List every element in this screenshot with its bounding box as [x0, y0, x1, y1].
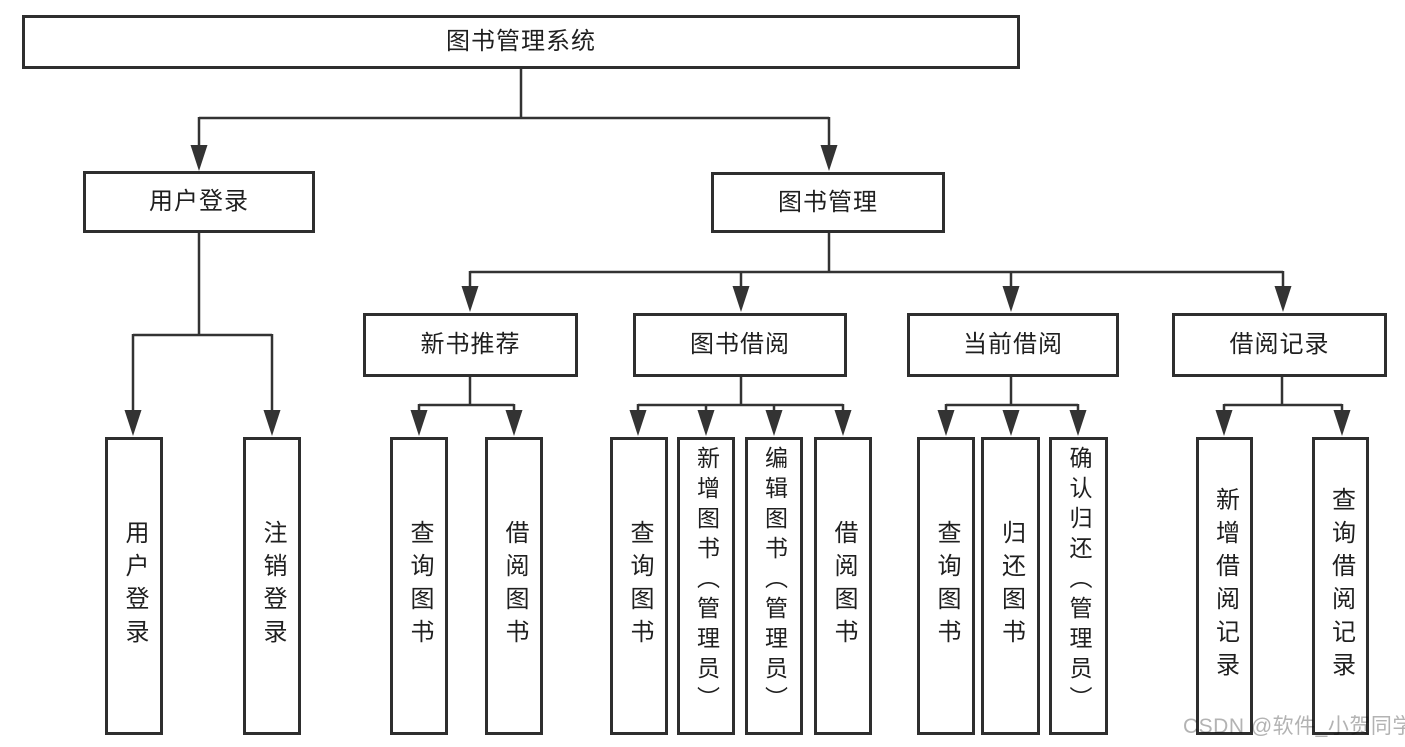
node-book-management: 图书管理	[711, 172, 945, 233]
node-user-login: 用户登录	[83, 171, 315, 233]
node-bb-query-books-label: 查询图书	[626, 520, 653, 652]
node-root: 图书管理系统	[22, 15, 1020, 69]
node-book-management-label: 图书管理	[778, 188, 878, 216]
node-current-borrowing-label: 当前借阅	[963, 331, 1063, 358]
node-add-borrow-record-label: 新增借阅记录	[1211, 487, 1239, 685]
node-user-login-leaf: 用户登录	[105, 437, 163, 735]
node-new-book-recommendation-label: 新书推荐	[420, 331, 521, 358]
node-bb-query-books: 查询图书	[610, 437, 668, 735]
node-logout-label: 注销登录	[259, 520, 286, 652]
node-confirm-return-admin-label: 确认归还（管理员）	[1066, 446, 1092, 716]
node-rec-borrow-books-label: 借阅图书	[501, 520, 528, 652]
node-cb-query-books: 查询图书	[917, 437, 975, 735]
node-user-login-leaf-label: 用户登录	[121, 520, 148, 652]
connector-path	[417, 377, 516, 414]
node-return-book: 归还图书	[981, 437, 1040, 735]
node-new-book-recommendation: 新书推荐	[363, 313, 578, 377]
node-current-borrowing: 当前借阅	[907, 313, 1119, 377]
node-borrowing-records: 借阅记录	[1172, 313, 1387, 377]
node-add-borrow-record: 新增借阅记录	[1196, 437, 1253, 735]
connector-path	[468, 232, 1285, 290]
connector-path	[131, 233, 274, 414]
node-bb-borrow-books: 借阅图书	[814, 437, 872, 735]
node-book-borrowing-label: 图书借阅	[690, 331, 790, 358]
node-query-borrow-record-label: 查询借阅记录	[1327, 487, 1355, 685]
node-return-book-label: 归还图书	[997, 520, 1025, 652]
node-logout: 注销登录	[243, 437, 301, 735]
watermark: CSDN @软件_小贺同学	[1183, 715, 1405, 738]
node-query-borrow-record: 查询借阅记录	[1312, 437, 1369, 735]
node-add-book-admin: 新增图书（管理员）	[677, 437, 735, 735]
node-add-book-admin-label: 新增图书（管理员）	[693, 446, 720, 716]
node-borrowing-records-label: 借阅记录	[1229, 331, 1330, 358]
connector-path	[197, 68, 831, 148]
connector-path	[1222, 377, 1344, 414]
node-bb-borrow-books-label: 借阅图书	[830, 520, 857, 652]
node-rec-query-books: 查询图书	[390, 437, 448, 735]
connector-path	[944, 377, 1080, 414]
node-rec-borrow-books: 借阅图书	[485, 437, 543, 735]
node-book-borrowing: 图书借阅	[633, 313, 847, 377]
node-edit-book-admin: 编辑图书（管理员）	[745, 437, 803, 735]
node-user-login-label: 用户登录	[149, 188, 249, 215]
node-confirm-return-admin: 确认归还（管理员）	[1049, 437, 1108, 735]
connector-path	[636, 377, 845, 414]
arrowheads	[124, 145, 1351, 436]
node-root-label: 图书管理系统	[446, 28, 596, 55]
node-edit-book-admin-label: 编辑图书（管理员）	[761, 446, 788, 716]
node-cb-query-books-label: 查询图书	[933, 520, 960, 652]
node-rec-query-books-label: 查询图书	[406, 520, 433, 652]
